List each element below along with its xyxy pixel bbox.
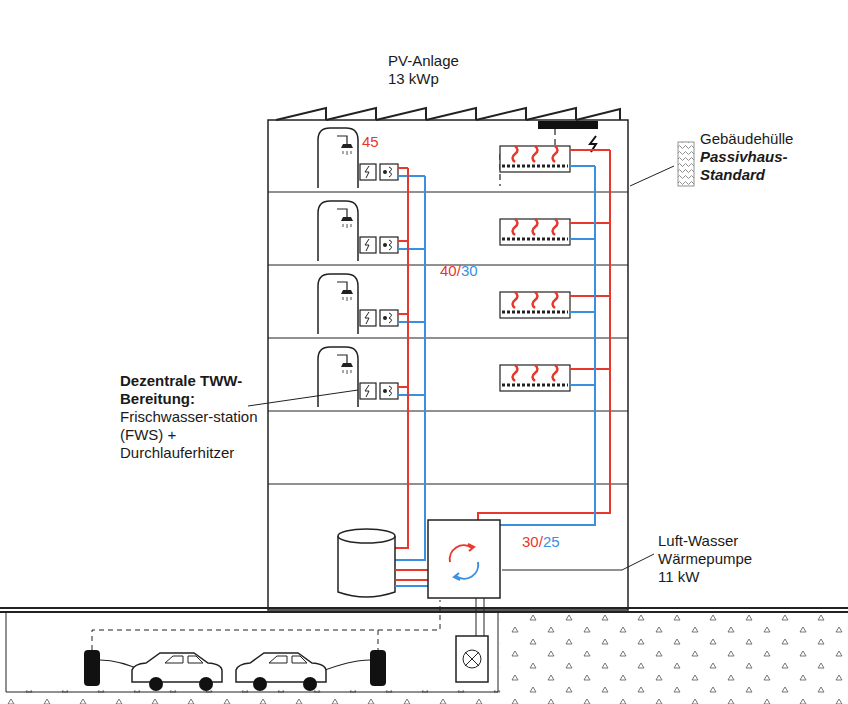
tww-description: Frischwasser-station (FWS) + Durchlaufer…	[120, 408, 260, 462]
supply-temperature: 30/	[522, 533, 543, 551]
heatpump-label: Luft-Wasser Wärmepumpe 11 kW	[658, 532, 758, 586]
return-temperature: 30	[461, 262, 478, 280]
pv-title: PV-Anlage	[388, 52, 459, 70]
envelope-standard: Passivhaus-Standard	[700, 148, 820, 184]
supply-temperature: 40/	[440, 262, 461, 280]
tww-temperature: 45	[362, 133, 379, 151]
tww-heading: Dezentrale TWW-Bereitung:	[120, 372, 245, 408]
envelope-title: Gebäudehülle	[700, 130, 793, 148]
pv-power: 13 kWp	[388, 70, 439, 88]
return-temperature: 25	[543, 533, 560, 551]
